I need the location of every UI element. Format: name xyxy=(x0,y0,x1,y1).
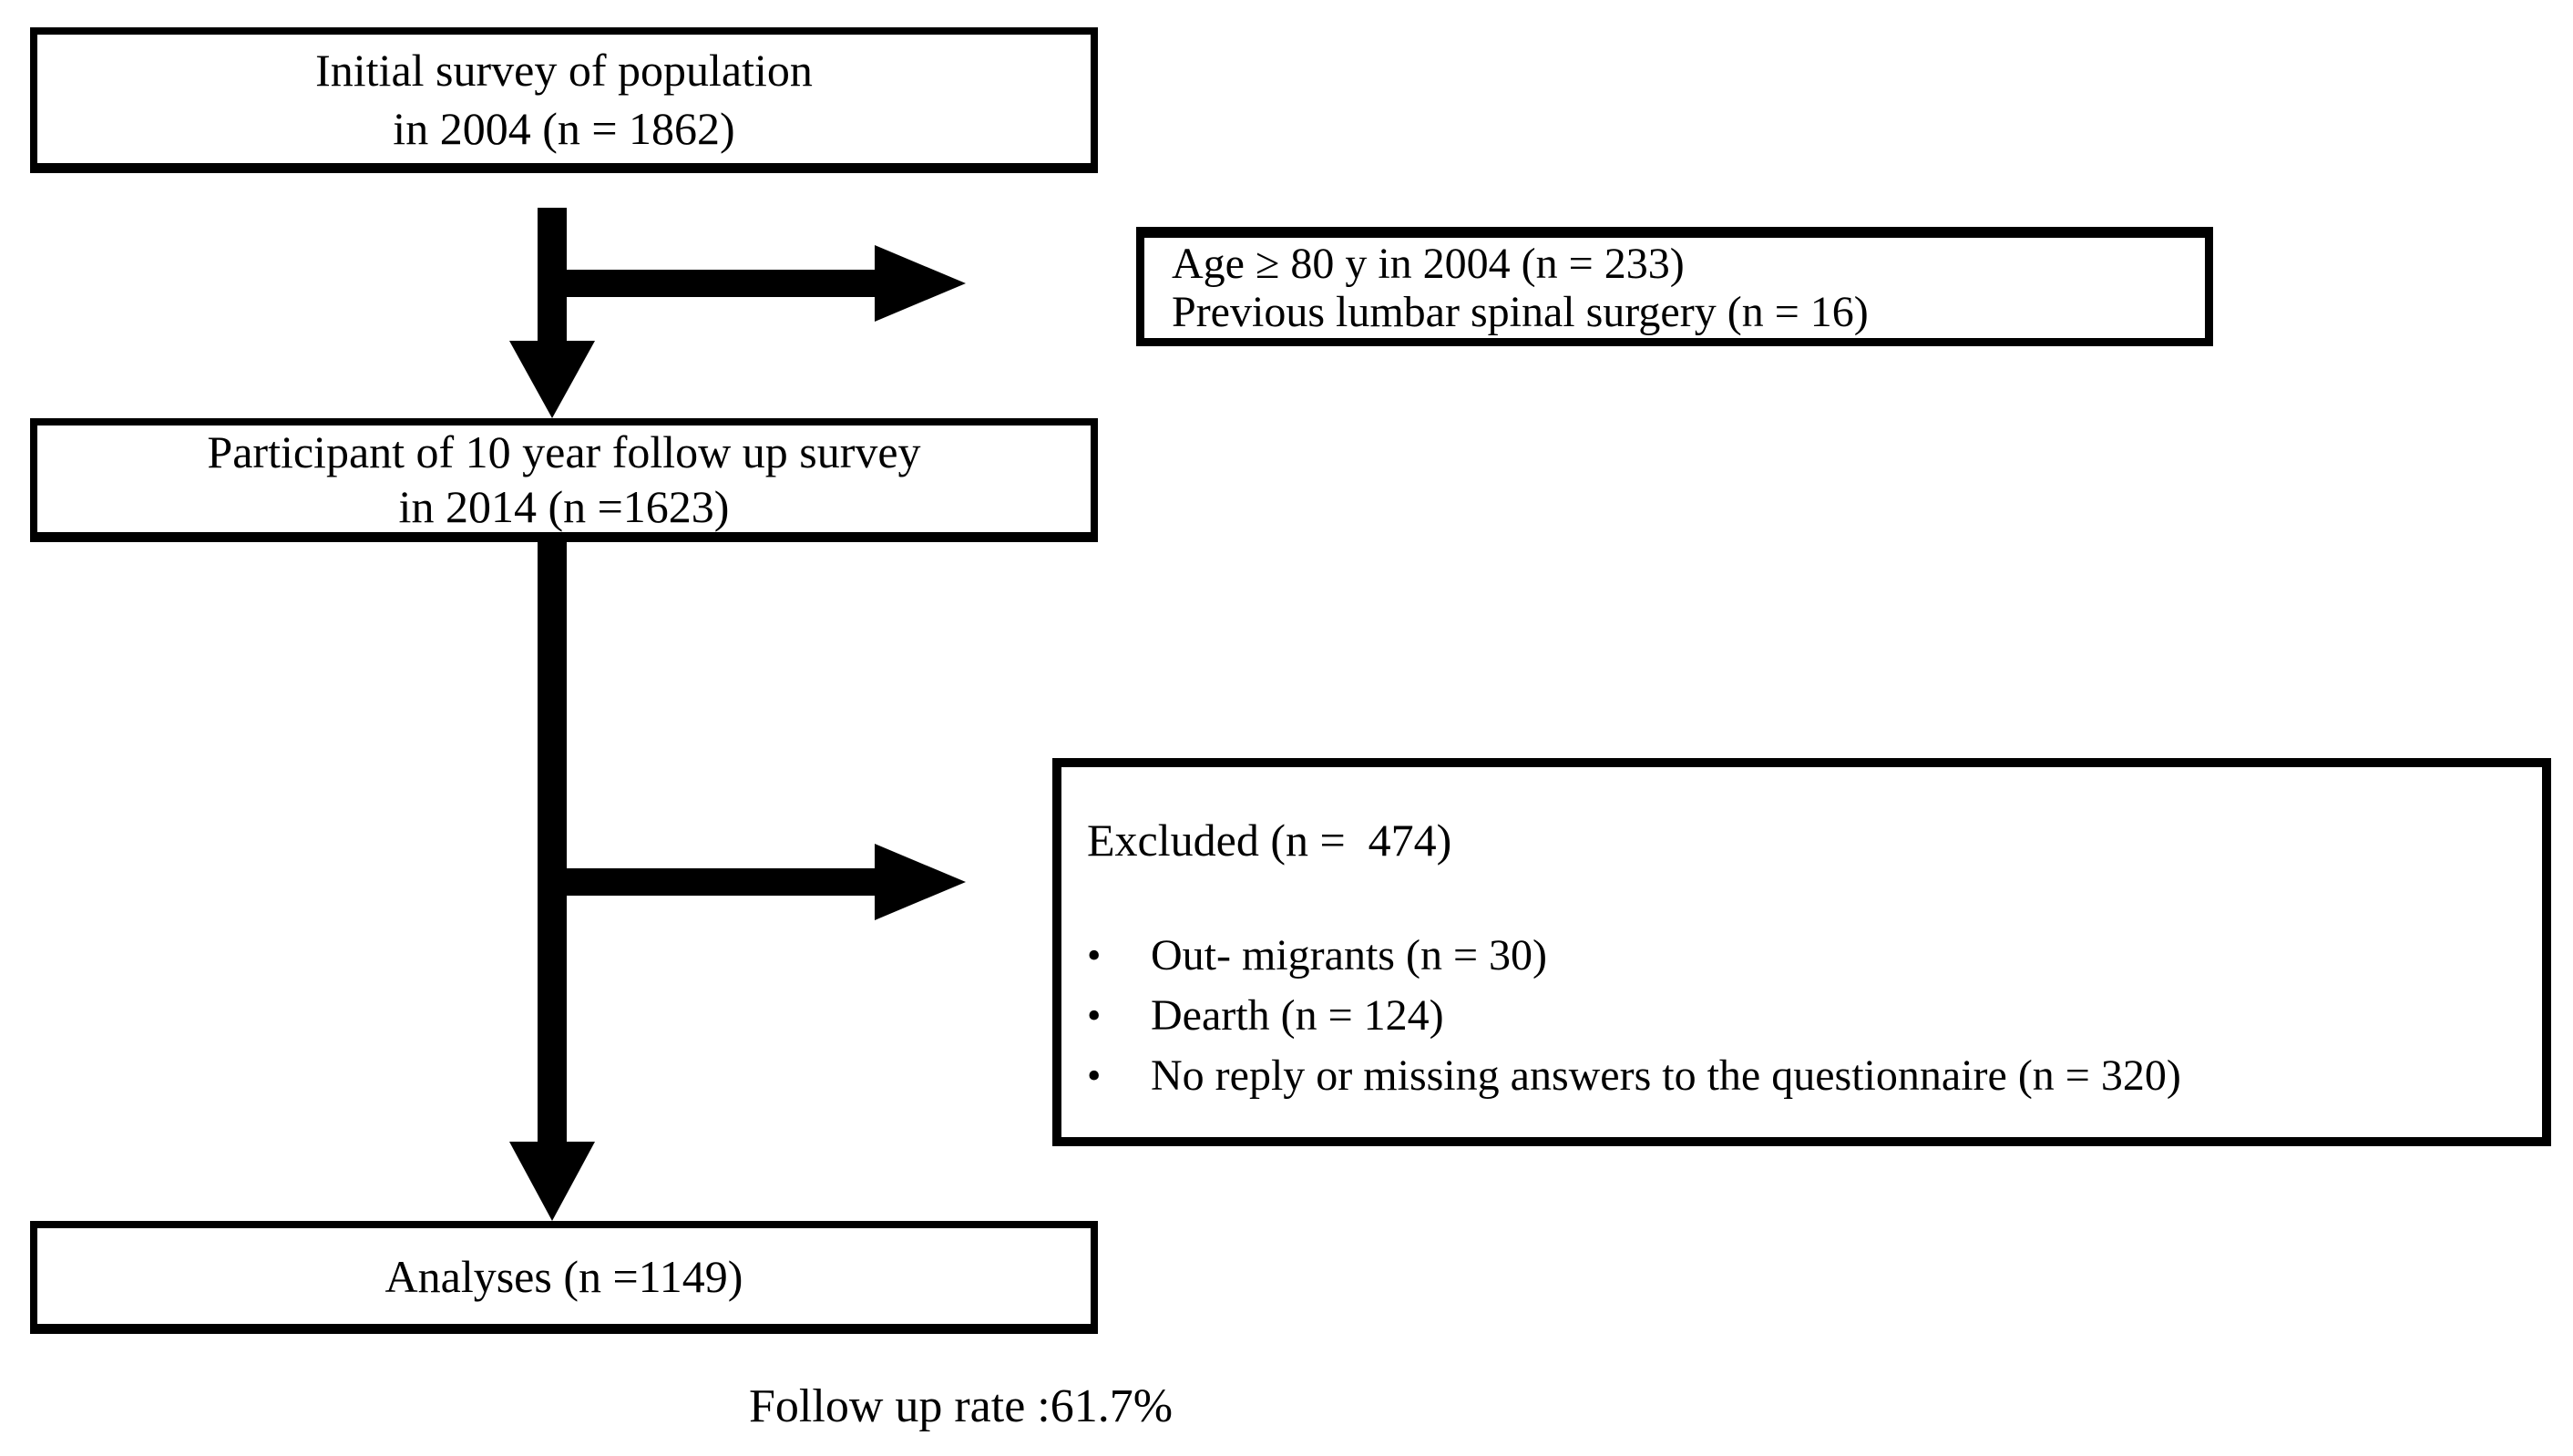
list-item: • Dearth (n = 124) xyxy=(1087,986,2515,1046)
arrow-followup-to-analyses xyxy=(509,542,595,1221)
arrow-stem xyxy=(538,208,567,346)
followup-survey-line2: in 2014 (n =1623) xyxy=(398,480,730,532)
initial-survey-box: Initial survey of population in 2004 (n … xyxy=(30,27,1098,173)
followup-survey-line1: Participant of 10 year follow up survey xyxy=(207,426,921,477)
excluded-box: Excluded (n = 474) • Out- migrants (n = … xyxy=(1052,758,2551,1146)
bullet-icon: • xyxy=(1087,933,1102,978)
exclusion1-line1: Age ≥ 80 y in 2004 (n = 233) xyxy=(1172,240,1685,288)
arrow-down-head-icon xyxy=(509,1142,595,1221)
follow-up-rate-label: Follow up rate :61.7% xyxy=(749,1380,1174,1432)
excluded-title: Excluded (n = 474) xyxy=(1087,815,1452,866)
initial-survey-line1: Initial survey of population xyxy=(315,44,813,96)
excluded-reason-out-migrants: Out- migrants (n = 30) xyxy=(1151,931,1547,979)
arrow-stem xyxy=(567,270,875,297)
branch-arrow-to-exclusion1 xyxy=(567,245,966,322)
bullet-icon: • xyxy=(1087,993,1102,1038)
analyses-box: Analyses (n =1149) xyxy=(30,1221,1098,1334)
followup-survey-box: Participant of 10 year follow up survey … xyxy=(30,418,1098,542)
branch-arrow-to-excluded xyxy=(567,844,966,920)
arrow-right-head-icon xyxy=(875,844,966,920)
arrow-initial-to-followup xyxy=(509,208,595,418)
initial-survey-line2: in 2004 (n = 1862) xyxy=(393,102,735,154)
arrow-down-head-icon xyxy=(509,341,595,418)
arrow-stem xyxy=(538,542,567,1144)
list-item: • Out- migrants (n = 30) xyxy=(1087,926,2515,986)
bullet-icon: • xyxy=(1087,1053,1102,1098)
arrow-stem xyxy=(567,868,875,896)
excluded-list: • Out- migrants (n = 30) • Dearth (n = 1… xyxy=(1087,926,2515,1106)
list-item: • No reply or missing answers to the que… xyxy=(1087,1046,2515,1106)
arrow-right-head-icon xyxy=(875,245,966,322)
exclusion-age-surgery-box: Age ≥ 80 y in 2004 (n = 233) Previous lu… xyxy=(1136,227,2213,346)
exclusion1-line2: Previous lumbar spinal surgery (n = 16) xyxy=(1172,288,1869,336)
excluded-reason-no-reply: No reply or missing answers to the quest… xyxy=(1151,1051,2181,1100)
excluded-reason-dearth: Dearth (n = 124) xyxy=(1151,991,1444,1040)
analyses-line1: Analyses (n =1149) xyxy=(384,1250,743,1302)
